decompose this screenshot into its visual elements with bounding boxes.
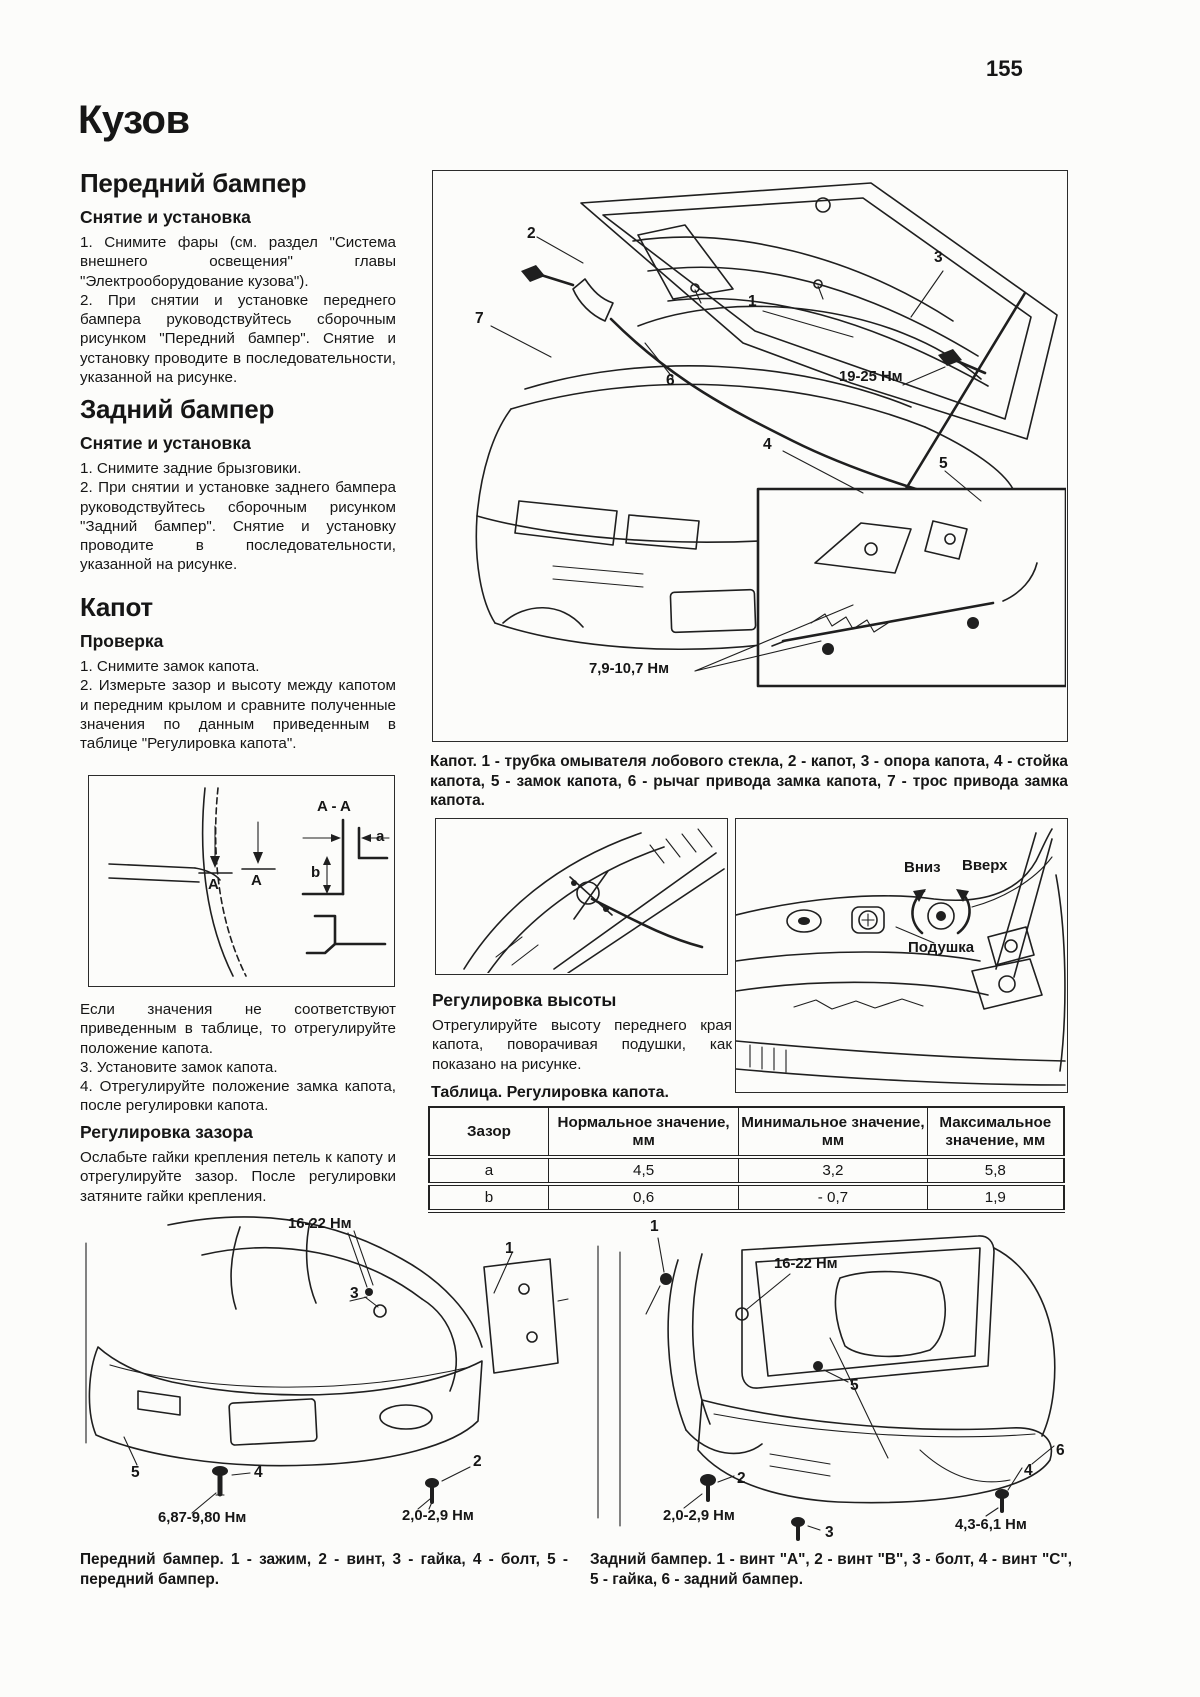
hood-callout-5: 5: [939, 455, 948, 472]
arrow-a-right-label: A: [251, 872, 262, 889]
hood-hinge-torque: 19-25 Нм: [839, 369, 903, 385]
front-bumper-subheading: Снятие и установка: [80, 207, 251, 227]
gap-adjust-heading: Регулировка зазора: [80, 1122, 253, 1142]
gap-adjust-text: Ослабьте гайки крепления петель к капоту…: [80, 1149, 396, 1205]
height-adjust-text: Отрегулируйте высоту переднего края капо…: [432, 1017, 732, 1073]
hood-adjust-table: Зазор Нормальное значение, мм Минимально…: [428, 1106, 1065, 1213]
hood-figure-caption: Капот. 1 - трубка омывателя лобового сте…: [430, 753, 1068, 810]
rear-torque-top: 16-22 Нм: [774, 1256, 838, 1272]
front-bumper-art: [85, 1216, 569, 1514]
down-label: Вниз: [904, 859, 941, 876]
rear-torque-bolt: 4,3-6,1 Нм: [955, 1517, 1027, 1533]
row-b-max: 1,9: [926, 1183, 1065, 1213]
hood-lock-figure: [435, 818, 728, 975]
rear-callout-1: 1: [650, 1218, 659, 1235]
arrow-a-left-label: A: [208, 876, 219, 893]
table-header-row: Зазор Нормальное значение, мм Минимально…: [428, 1106, 1065, 1159]
rear-bumper-heading: Задний бампер: [80, 394, 275, 424]
front-bumper-step-1: 1. Снимите фары (см. раздел "Система вне…: [80, 234, 396, 290]
hood-callout-2: 2: [527, 225, 536, 242]
col-max: Максимальное значение, мм: [926, 1106, 1065, 1159]
front-torque-top: 16-22 Нм: [288, 1216, 352, 1232]
front-bumper-heading: Передний бампер: [80, 168, 307, 198]
hood-note: Если значения не соответствуют приведенн…: [80, 1001, 396, 1057]
front-bumper-caption: Передний бампер. 1 - зажим, 2 - винт, 3 …: [80, 1551, 568, 1588]
section-front-bumper: Передний бампер Снятие и установка 1. Сн…: [80, 168, 396, 387]
page-number: 155: [986, 56, 1023, 81]
hood-callout-4: 4: [763, 436, 772, 453]
hood-step-4: 4. Отрегулируйте положение замка капота,…: [80, 1078, 396, 1115]
front-callout-2: 2: [473, 1453, 482, 1470]
hood-callout-7: 7: [475, 310, 484, 327]
front-callout-4: 4: [254, 1464, 263, 1481]
rear-callout-5: 5: [850, 1377, 859, 1394]
section-rear-bumper: Задний бампер Снятие и установка 1. Сним…: [80, 394, 396, 575]
dim-b-label: b: [311, 864, 321, 881]
front-callout-5: 5: [131, 1464, 140, 1481]
rear-torque-screw: 2,0-2,9 Нм: [663, 1508, 735, 1524]
row-b-normal: 0,6: [547, 1183, 740, 1213]
hood-exploded-figure: 2 3 1 7 6 4 5 19-25 Нм 7,9-10,7 Нм: [432, 170, 1068, 742]
rear-callout-4: 4: [1024, 1462, 1033, 1479]
section-aa-label: A - A: [317, 798, 351, 815]
section-gap-adjust: Регулировка зазора Ослабьте гайки крепле…: [80, 1122, 396, 1206]
rear-callout-3: 3: [825, 1524, 834, 1541]
page-title: Кузов: [78, 98, 190, 142]
rear-bumper-figure: 1 16-22 Нм 5 2 2,0-2,9 Нм 3 4 4,3-6,1 Нм…: [590, 1218, 1070, 1546]
row-a-min: 3,2: [738, 1156, 928, 1186]
hood-step-3: 3. Установите замок капота.: [80, 1058, 278, 1076]
section-hood: Капот Проверка 1. Снимите замок капота. …: [80, 592, 396, 753]
row-a-max: 5,8: [926, 1156, 1065, 1186]
height-adjust-heading: Регулировка высоты: [432, 990, 617, 1010]
rear-bumper-step-1: 1. Снимите задние брызговики.: [80, 460, 302, 477]
hood-callout-3: 3: [934, 249, 943, 266]
rear-bumper-step-2: 2. При снятии и установке заднего бампер…: [80, 479, 396, 574]
table-row: b 0,6 - 0,7 1,9: [428, 1183, 1065, 1213]
row-a-gap: a: [428, 1156, 549, 1186]
front-callout-1: 1: [505, 1240, 514, 1257]
hood-step-1: 1. Снимите замок капота.: [80, 658, 260, 675]
col-normal: Нормальное значение, мм: [547, 1106, 740, 1159]
hood-height-art: [736, 828, 1066, 1086]
rear-callout-6: 6: [1056, 1442, 1065, 1459]
hood-callout-6: 6: [666, 372, 675, 389]
up-label: Вверх: [962, 857, 1008, 874]
section-height-adjust: Регулировка высоты Отрегулируйте высоту …: [432, 990, 732, 1074]
hood-subheading: Проверка: [80, 631, 164, 651]
hood-callout-1: 1: [748, 293, 757, 310]
row-b-gap: b: [428, 1183, 549, 1213]
front-torque-bolt: 6,87-9,80 Нм: [158, 1510, 247, 1526]
dim-a-label: a: [376, 828, 385, 845]
hood-lock-torque: 7,9-10,7 Нм: [589, 661, 670, 677]
cushion-label: Подушка: [908, 939, 975, 956]
rear-callout-2: 2: [737, 1470, 746, 1487]
front-bumper-figure: 16-22 Нм 1 3 2 4 5 6,87-9,80 Нм 2,0-2,9 …: [80, 1205, 570, 1545]
col-gap: Зазор: [428, 1106, 549, 1159]
rear-bumper-caption: Задний бампер. 1 - винт "А", 2 - винт "В…: [590, 1551, 1072, 1588]
hood-step-2: 2. Измерьте зазор и высоту между капотом…: [80, 677, 396, 753]
front-callout-3: 3: [350, 1285, 359, 1302]
rear-bumper-art: [597, 1235, 1056, 1541]
front-bumper-step-2: 2. При снятии и установке переднего бамп…: [80, 291, 396, 387]
hood-lock-art: [463, 828, 725, 973]
hood-height-figure: Вниз Вверх Подушка: [735, 818, 1068, 1093]
rear-bumper-subheading: Снятие и установка: [80, 433, 251, 453]
row-a-normal: 4,5: [547, 1156, 740, 1186]
row-b-min: - 0,7: [738, 1183, 928, 1213]
table-row: a 4,5 3,2 5,8: [428, 1156, 1065, 1186]
hood-exploded-art: [475, 182, 1066, 688]
hood-table-caption: Таблица. Регулировка капота.: [431, 1084, 669, 1101]
col-min: Минимальное значение, мм: [738, 1106, 928, 1159]
front-torque-screw: 2,0-2,9 Нм: [402, 1508, 474, 1524]
hood-gap-figure: A - A a b A A: [88, 775, 395, 987]
section-hood-continued: Если значения не соответствуют приведенн…: [80, 1000, 396, 1116]
hood-heading: Капот: [80, 592, 153, 622]
hood-gap-diagram-art: [108, 787, 390, 977]
